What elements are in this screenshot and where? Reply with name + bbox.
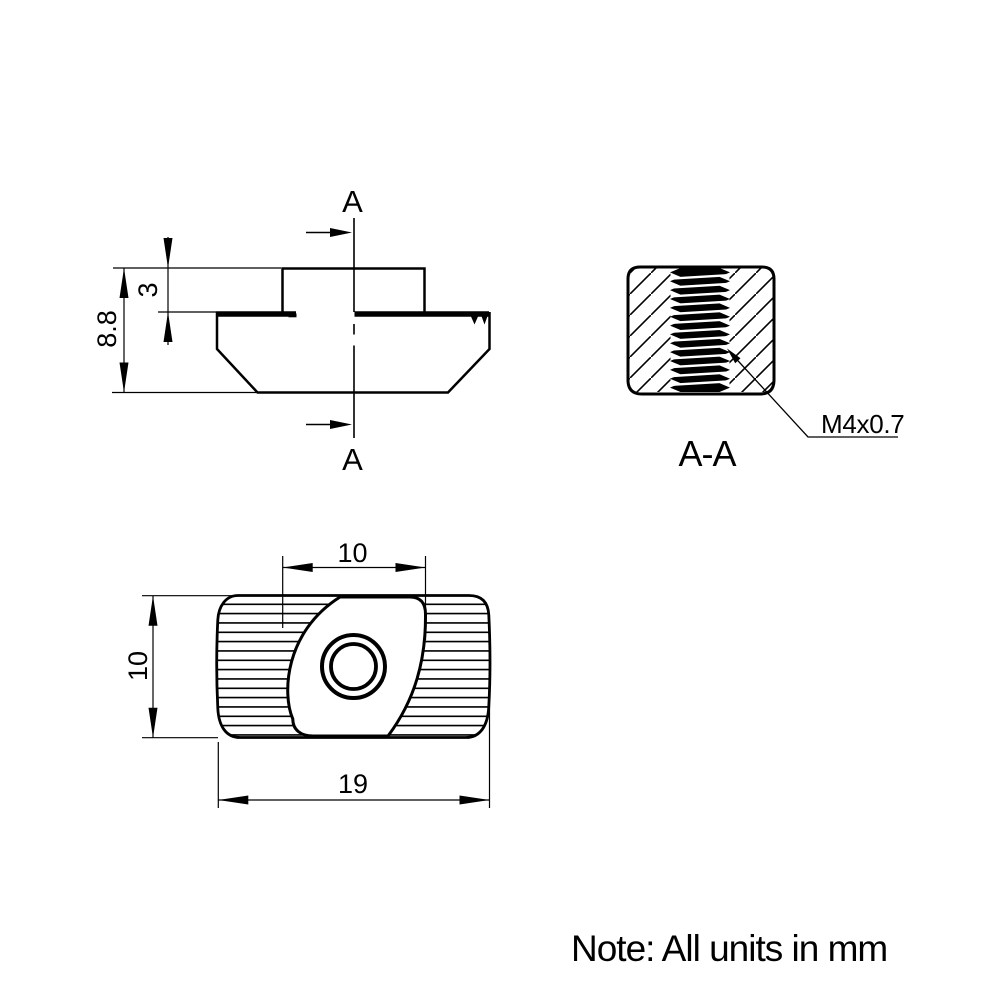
dim-head-height-label: 3 (133, 282, 163, 297)
section-outline (626, 265, 776, 396)
head-pocket-outline (286, 595, 428, 738)
section-view: M4x0.7 A-A (626, 265, 905, 474)
top-dimension-lines (142, 556, 491, 808)
thread-coil-lines (671, 274, 729, 386)
thread-coil-line (671, 327, 729, 333)
section-view-title: A-A (678, 433, 736, 474)
section-letter-bottom: A (342, 442, 363, 477)
units-note: Note: All units in mm (571, 928, 887, 969)
thread-runout-zigzag (469, 312, 489, 325)
front-dimension-arrowheads (119, 238, 173, 393)
dim-overall-width-label: 10 (123, 651, 153, 681)
thread-hole-inner-circle (329, 642, 378, 691)
thread-coil-line (671, 362, 729, 369)
thread-coil-line (671, 291, 729, 298)
thread-coil-line (671, 336, 729, 342)
thread-coil-line (671, 371, 729, 378)
thread-callout-label: M4x0.7 (821, 409, 904, 439)
thread-coil-line (671, 309, 729, 316)
front-dimension-lines (112, 237, 281, 394)
thread-coil-line (671, 344, 729, 351)
thread-coil-line (671, 300, 729, 307)
dim-head-width-label: 10 (337, 538, 367, 568)
thread-coil-line (671, 282, 729, 289)
thread-coil-line (671, 318, 729, 324)
section-hatch-right (729, 268, 773, 392)
top-view: 10 10 19 (123, 538, 492, 808)
dim-overall-height-label: 8.8 (92, 310, 122, 348)
section-arrow-stems (306, 231, 333, 426)
dim-overall-length-label: 19 (338, 769, 368, 799)
thread-coil-line (671, 380, 729, 386)
section-hatch-left (629, 268, 671, 392)
thread-leader-arrowhead (727, 348, 741, 364)
thread-coil-line (671, 274, 729, 280)
thread-leader-line (728, 350, 898, 438)
thread-hole-outer-circle (320, 633, 387, 700)
section-arrowheads (330, 228, 352, 429)
front-view: A A 8.8 3 (92, 184, 491, 477)
section-letter-top: A (342, 184, 363, 219)
thread-coil-line (671, 353, 729, 360)
front-face-end-hook (288, 313, 297, 318)
